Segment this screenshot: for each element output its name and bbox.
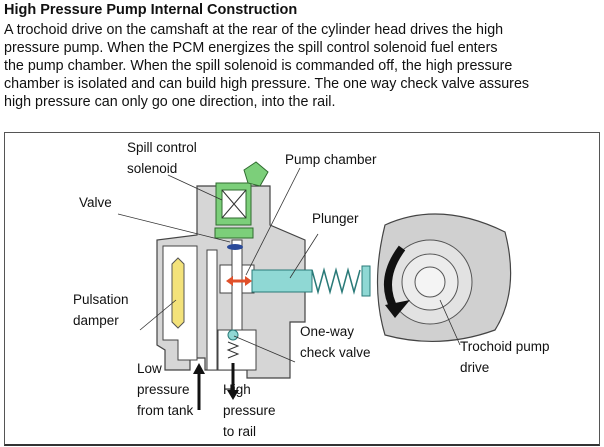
label-pulsation-damper: Pulsation damper xyxy=(73,289,129,331)
plunger xyxy=(251,265,371,297)
label-low-pressure-from-tank: Low pressure from tank xyxy=(137,358,193,421)
label-line: to rail xyxy=(223,424,257,439)
label-spill-control-solenoid: Spill control solenoid xyxy=(127,137,197,179)
label-line: damper xyxy=(73,313,119,328)
label-line: Pulsation xyxy=(73,292,129,307)
label-pump-chamber: Pump chamber xyxy=(285,152,377,167)
pump-body xyxy=(156,185,306,379)
trochoid-pump-drive xyxy=(376,213,512,343)
paragraph-line: high pressure can only go one direction,… xyxy=(4,94,336,110)
paragraph-line: the pump chamber. When the spill solenoi… xyxy=(4,58,513,74)
label-line: check valve xyxy=(300,345,371,360)
label-line: Low xyxy=(137,361,162,376)
label-line: High xyxy=(223,382,251,397)
label-one-way-check-valve: One-way check valve xyxy=(300,321,371,363)
label-line: Trochoid pump xyxy=(460,339,550,354)
label-line: pressure xyxy=(223,403,276,418)
label-line: Spill control xyxy=(127,140,197,155)
one-way-check-valve xyxy=(226,329,240,359)
paragraph-line: A trochoid drive on the camshaft at the … xyxy=(4,22,504,38)
label-line: pressure xyxy=(137,382,190,397)
label-line: drive xyxy=(460,360,490,375)
label-trochoid-pump-drive: Trochoid pump drive xyxy=(460,336,550,378)
spill-control-solenoid xyxy=(214,161,269,250)
label-high-pressure-to-rail: High pressure to rail xyxy=(223,379,276,442)
paragraph-line: chamber is isolated and can build high p… xyxy=(4,76,530,92)
pulsation-damper xyxy=(171,257,185,329)
label-valve: Valve xyxy=(79,195,112,210)
label-line: solenoid xyxy=(127,161,178,176)
description-paragraph: A trochoid drive on the camshaft at the … xyxy=(4,21,604,111)
label-line: One-way xyxy=(300,324,355,339)
diagram-frame xyxy=(4,132,600,446)
leader-lines xyxy=(117,167,461,363)
flow-arrows xyxy=(193,363,239,410)
label-plunger: Plunger xyxy=(312,211,359,226)
chamber-arrow xyxy=(226,276,252,286)
paragraph-line: pressure pump. When the PCM energizes th… xyxy=(4,40,498,56)
page-title: High Pressure Pump Internal Construction xyxy=(4,2,298,18)
label-line: from tank xyxy=(137,403,194,418)
